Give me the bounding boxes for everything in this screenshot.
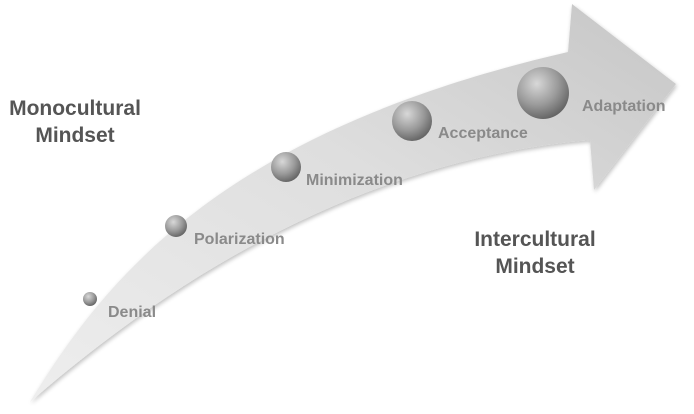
monocultural-line1: Monocultural (9, 97, 141, 120)
stage-sphere-1 (165, 215, 187, 237)
curved-arrow (30, 4, 676, 402)
stage-sphere-2 (271, 152, 301, 182)
stage-label-3: Acceptance (438, 125, 528, 142)
intercultural-mindset-heading: Intercultural Mindset (455, 226, 615, 280)
intercultural-line1: Intercultural (474, 228, 596, 251)
stage-sphere-0 (83, 292, 97, 306)
stage-label-1: Polarization (194, 231, 285, 248)
monocultural-line2: Mindset (35, 124, 115, 147)
stage-sphere-4 (517, 67, 569, 119)
monocultural-mindset-heading: Monocultural Mindset (2, 95, 148, 149)
stage-sphere-3 (392, 101, 432, 141)
stage-label-4: Adaptation (582, 98, 666, 115)
stage-label-2: Minimization (306, 172, 403, 189)
stage-label-0: Denial (108, 304, 156, 321)
stage-markers: Denial Polarization Minimization Acceptance… (83, 67, 666, 321)
intercultural-line2: Mindset (495, 255, 575, 278)
